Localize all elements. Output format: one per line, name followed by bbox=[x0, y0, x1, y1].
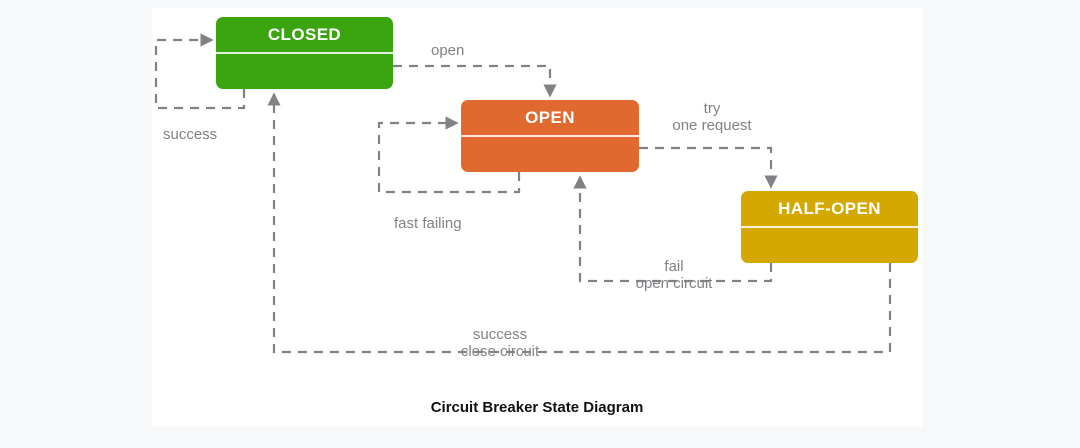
edge-label-close-line2: close circuit bbox=[460, 343, 540, 360]
state-label-closed: CLOSED bbox=[267, 25, 342, 44]
edge-label-try-line2: one request bbox=[672, 117, 752, 134]
state-box-open[interactable]: OPEN bbox=[461, 100, 639, 172]
edge-label-open: open bbox=[431, 42, 465, 59]
state-divider-closed bbox=[216, 52, 393, 54]
edge-open-to-half-open bbox=[639, 146, 778, 189]
state-body-closed bbox=[216, 54, 393, 89]
state-divider-half-open bbox=[741, 226, 918, 228]
diagram-title: Circuit Breaker State Diagram bbox=[430, 399, 644, 416]
edge-label-try-one-request: try one request bbox=[652, 100, 772, 134]
state-label-half-open: HALF-OPEN bbox=[778, 199, 881, 218]
edge-half-open-to-closed bbox=[267, 92, 892, 354]
edge-label-close-line1: success bbox=[472, 326, 528, 343]
edge-label-fast-failing: fast failing bbox=[394, 215, 462, 232]
state-box-closed[interactable]: CLOSED bbox=[216, 17, 393, 89]
edge-label-fail-line1: fail bbox=[664, 258, 684, 275]
edge-label-success-close-circuit: success close circuit bbox=[420, 326, 580, 360]
state-body-open bbox=[461, 137, 639, 172]
state-divider-open bbox=[461, 135, 639, 137]
edge-closed-self-success bbox=[154, 33, 246, 110]
state-box-half-open[interactable]: HALF-OPEN bbox=[741, 191, 918, 263]
edge-half-open-to-open bbox=[573, 175, 773, 283]
edge-closed-to-open bbox=[393, 64, 557, 98]
edge-label-fail-open-circuit: fail open circuit bbox=[618, 258, 730, 292]
edge-label-success-self: success bbox=[163, 126, 218, 143]
edge-label-fail-line2: open circuit bbox=[635, 275, 713, 292]
edge-open-self-fast-failing bbox=[377, 116, 521, 194]
edge-label-try-line1: try bbox=[703, 100, 721, 117]
state-label-open: OPEN bbox=[525, 108, 575, 127]
state-body-half-open bbox=[741, 228, 918, 263]
